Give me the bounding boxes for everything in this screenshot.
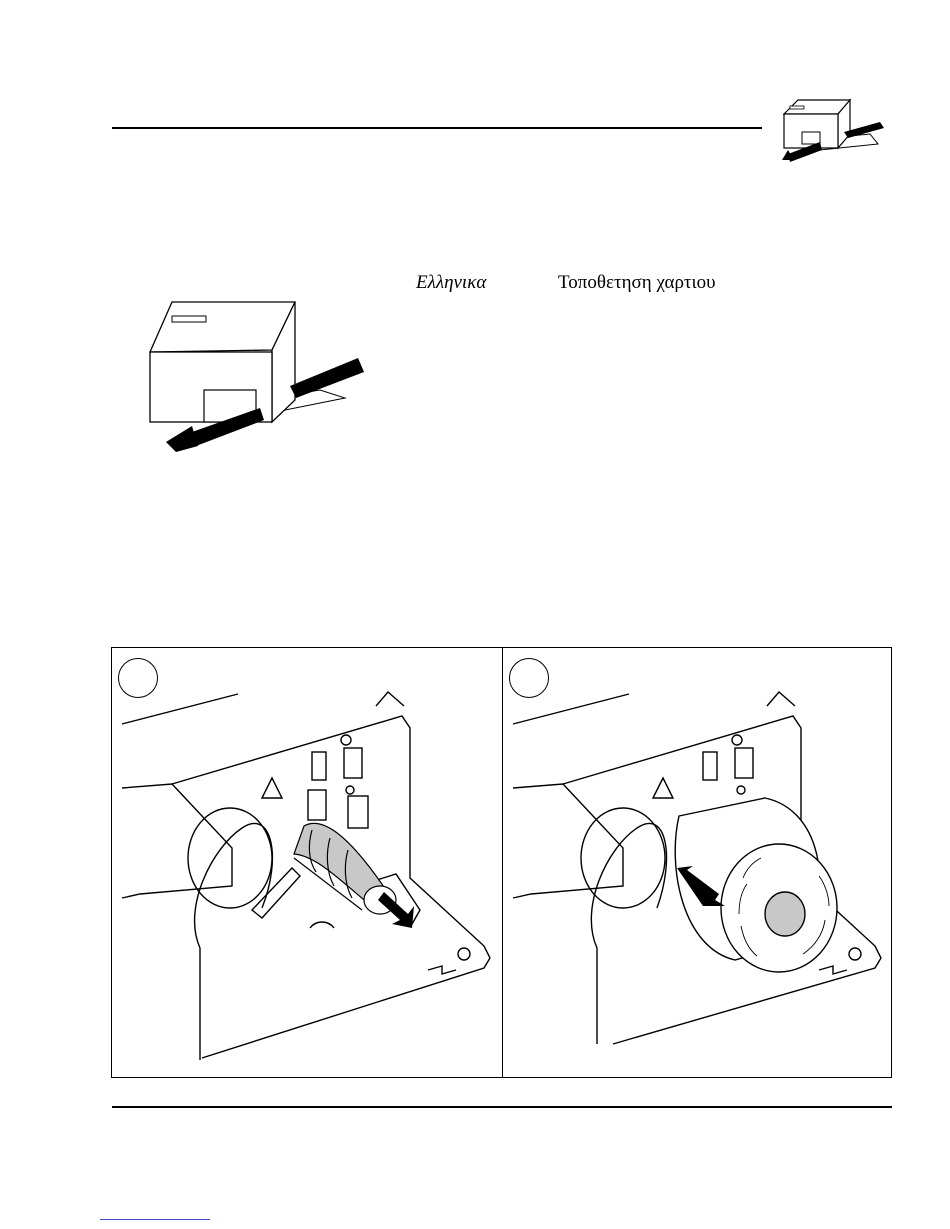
footer-link-underline[interactable] bbox=[100, 1219, 210, 1220]
figure-panel-1 bbox=[112, 648, 502, 1077]
header-rule bbox=[112, 127, 762, 129]
language-label: Ελληνικα bbox=[416, 272, 486, 294]
printer-with-arrow-icon bbox=[780, 92, 900, 172]
remove-core-from-spindle-illustration bbox=[112, 648, 502, 1077]
step-number bbox=[509, 658, 549, 698]
figure-panel-2 bbox=[503, 648, 893, 1077]
footer-rule bbox=[112, 1106, 892, 1108]
section-title: Τοποθετηση χαρτιου bbox=[558, 272, 716, 294]
printer-paper-feed-icon bbox=[140, 290, 370, 460]
procedure-figure bbox=[111, 647, 892, 1078]
step-number bbox=[118, 658, 158, 698]
insert-paper-roll-illustration bbox=[503, 648, 893, 1077]
